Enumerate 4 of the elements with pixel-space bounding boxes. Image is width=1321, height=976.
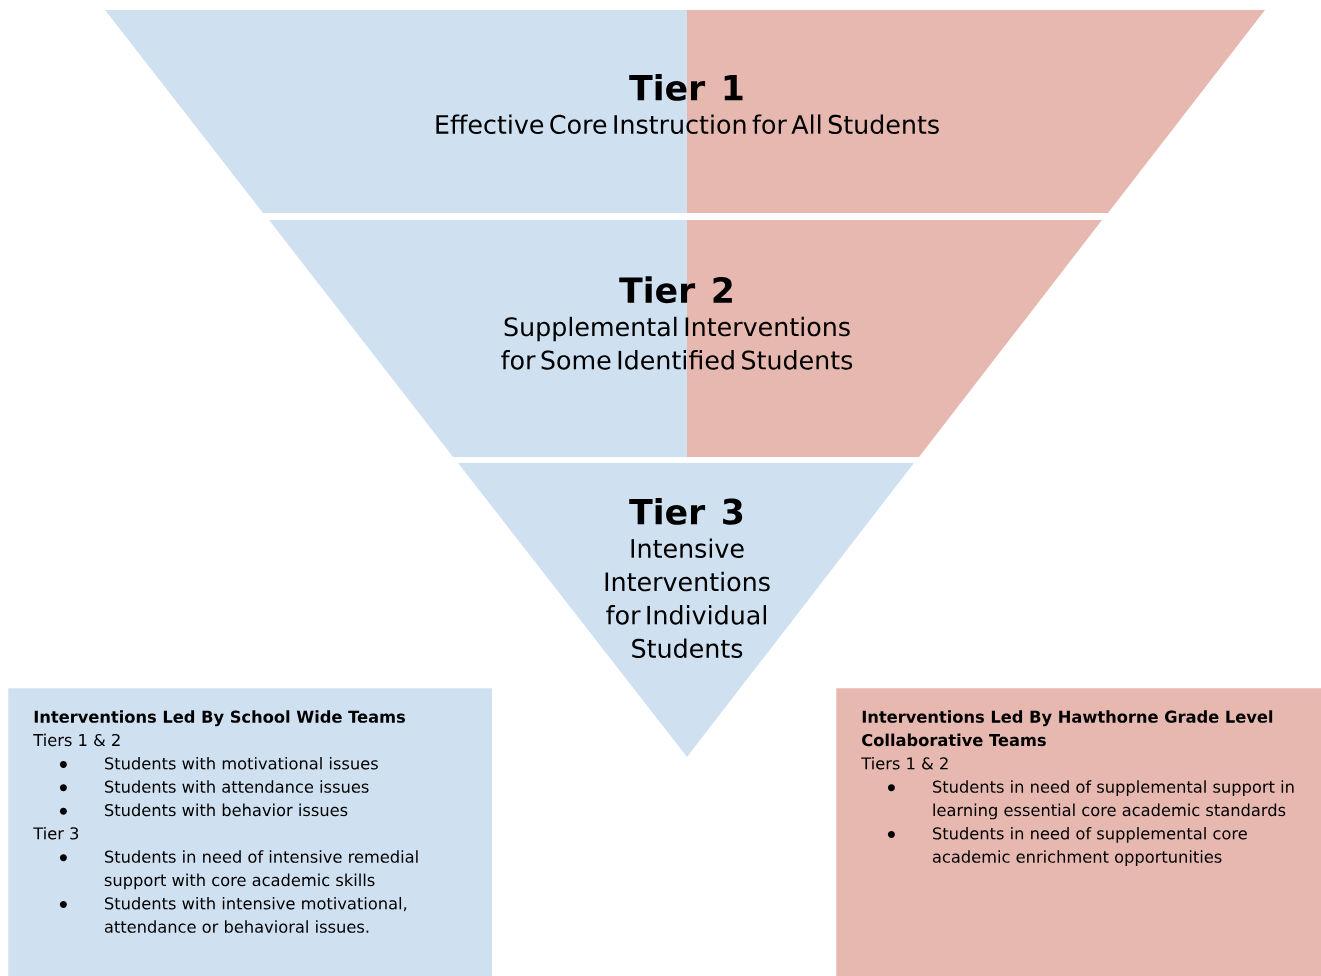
- info-panel: Interventions Led By School Wide Teams Tiers 1 & 2 Students with motivational issues Students with attendance issues Students with behavior issues Tier 3 Students in need of intensive remedial support with core academic skills Students with intensive motivational, attendance or behavioral issues.: [8, 688, 493, 976]
- tier-band: Tier 2 Supplemental Interventions for Some Identified Students: [269, 220, 1102, 457]
- tier-band: Tier 1 Effective Core Instruction for All Students: [105, 10, 1265, 213]
- info-panel: Interventions Led By Hawthorne Grade Level Collaborative Teams Tiers 1 & 2 Students in need of supplemental support in learning essential core academic standards Students in need of supplemental core academic enrichment opportunities: [836, 688, 1321, 976]
